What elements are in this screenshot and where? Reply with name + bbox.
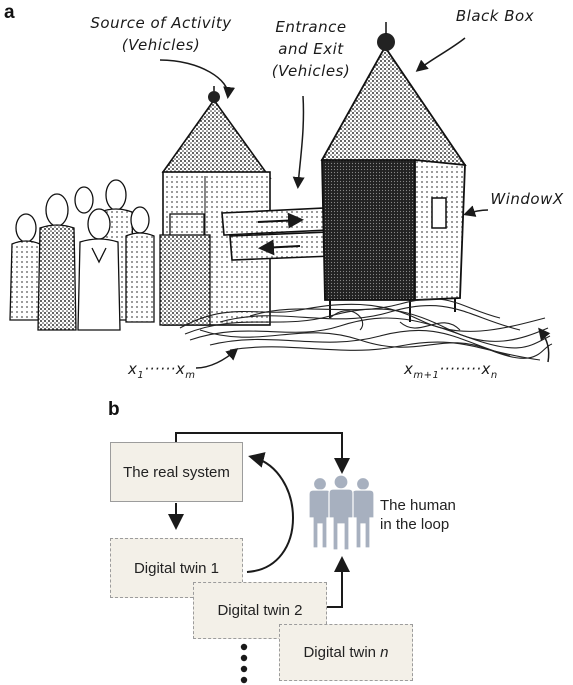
x-right-sub2: n xyxy=(490,370,498,381)
entrance-exit-drawers xyxy=(221,207,333,261)
crowd xyxy=(9,179,155,331)
x-left-caption: x1······xm xyxy=(128,358,218,387)
vehicle-tracks xyxy=(179,298,553,361)
source-caption-line1: Source of Activity xyxy=(90,14,232,32)
digital-twin-n-prefix: Digital twin xyxy=(303,644,381,661)
real-system-box: The real system xyxy=(110,442,243,502)
entrance-caption: Entrance and Exit (Vehicles) xyxy=(256,16,366,82)
pointer-arrows xyxy=(159,37,551,369)
x-right-var: x xyxy=(404,360,414,378)
source-caption: Source of Activity (Vehicles) xyxy=(66,12,256,56)
x-right-dots: ········ xyxy=(439,360,482,378)
window-caption: WindowX xyxy=(490,190,564,208)
x-left-var: x xyxy=(128,360,138,378)
x-right-var2: x xyxy=(481,360,491,378)
x-left-sub2: m xyxy=(185,370,196,381)
black-box-illustration xyxy=(9,22,553,369)
x-left-dots: ······ xyxy=(144,360,176,378)
blackbox-caption: Black Box xyxy=(455,7,535,25)
digital-twin-n-box: Digital twin n xyxy=(279,624,413,681)
entrance-caption-line1: Entrance xyxy=(275,18,347,36)
x-right-caption: xm+1········xn xyxy=(404,358,544,387)
x-left-var2: x xyxy=(175,360,186,378)
digital-twin-n-var: n xyxy=(380,644,389,661)
x-left-sub1: 1 xyxy=(137,370,145,381)
x-right-sub1: m+1 xyxy=(413,370,440,381)
human-label-line1: The human xyxy=(380,497,456,514)
human-in-loop-label: The human in the loop xyxy=(380,496,456,534)
panel-label-b: b xyxy=(108,399,120,420)
entrance-caption-line3: (Vehicles) xyxy=(271,62,351,80)
panel-label-a: a xyxy=(4,2,15,23)
human-label-line2: in the loop xyxy=(380,516,450,533)
people-icon xyxy=(308,474,375,551)
source-caption-line2: (Vehicles) xyxy=(121,36,201,54)
entrance-caption-line2: and Exit xyxy=(278,40,344,58)
ellipsis-dots xyxy=(240,643,248,684)
connector-twin1-feedback xyxy=(246,452,294,573)
